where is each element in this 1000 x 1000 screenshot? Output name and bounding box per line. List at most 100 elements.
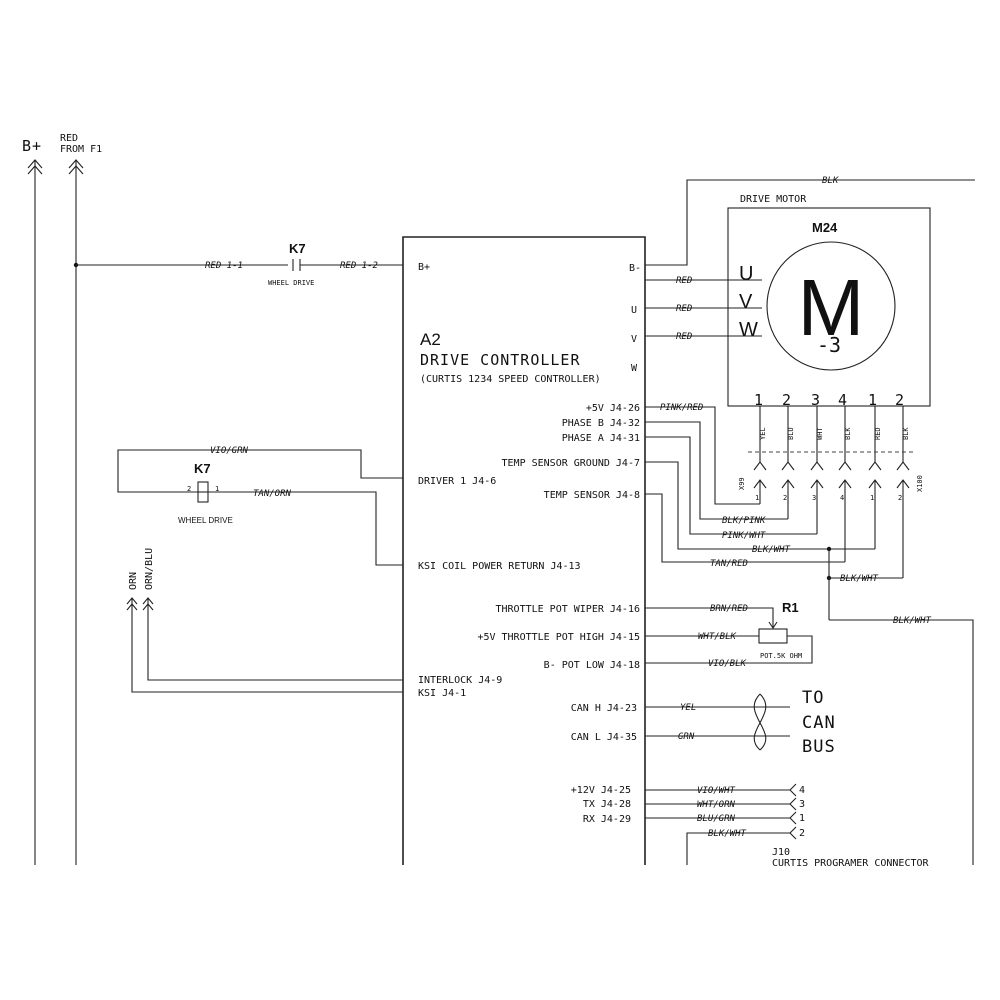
wire-yel: YEL	[680, 703, 696, 713]
motor-pin-1b: 1	[868, 391, 878, 409]
wire-vio-grn: VIO/GRN	[210, 446, 249, 456]
pin-v: V	[631, 334, 637, 345]
sensor-connectors: YEL BLU WHT BLK RED BLK X99 X100 1 2 3 4…	[738, 406, 924, 578]
programmer-connector-j10: VIO/WHT WHT/ORN BLU/GRN BLK/WHT 4 3 1 2 …	[645, 783, 930, 869]
pin-j4-15: +5V THROTTLE POT HIGH J4-15	[477, 632, 640, 643]
r1-ref: R1	[782, 600, 799, 615]
can-can: CAN	[802, 713, 836, 733]
j10-pin-3: 3	[799, 799, 805, 810]
pin-j4-32: PHASE B J4-32	[562, 418, 640, 429]
motor-wire-wht: WHT	[816, 427, 824, 440]
wire-red-u: RED	[676, 276, 692, 286]
motor-ref: M24	[812, 220, 838, 235]
bottom-pin-2: 2	[783, 494, 787, 502]
k7-left-ref: K7	[194, 461, 211, 476]
motor-wire-blk2: BLK	[902, 427, 910, 440]
pin-j4-23: CAN H J4-23	[571, 703, 637, 714]
orn-blu-label: ORN/BLU	[144, 548, 155, 590]
pin-j4-7: TEMP SENSOR GROUND J4-7	[502, 458, 640, 469]
controller-ref: A2	[420, 330, 441, 349]
bottom-pin-2b: 2	[898, 494, 902, 502]
orn-label: ORN	[128, 572, 139, 590]
wire-blk-wht-prog: BLK/WHT	[708, 829, 747, 839]
wire-wht-blk: WHT/BLK	[698, 632, 737, 642]
pin-b-plus: B+	[418, 262, 430, 273]
wire-red-w: RED	[676, 332, 692, 342]
motor-terminal-v: V	[739, 291, 753, 313]
pin-j4-28: TX J4-28	[583, 799, 631, 810]
bottom-pin-3: 3	[812, 494, 816, 502]
pin-u: U	[631, 305, 637, 316]
red-rail-source: FROM F1	[60, 144, 102, 155]
motor-wire-blu: BLU	[787, 427, 795, 440]
b-plus-label: B+	[22, 137, 42, 155]
pin-j4-26: +5V J4-26	[586, 403, 640, 414]
wire-vio-wht: VIO/WHT	[697, 786, 736, 796]
motor-phase: -3	[817, 333, 841, 357]
can-bus: YEL GRN TO CAN BUS	[645, 688, 836, 757]
pin-j4-25: +12V J4-25	[571, 785, 631, 796]
wire-blk-wht-a: BLK/WHT	[752, 545, 791, 555]
j10-ref: J10	[772, 847, 790, 858]
twisted-pair-symbol	[753, 693, 767, 751]
motor-pin-2b: 2	[895, 391, 905, 409]
bottom-pin-4: 4	[840, 494, 844, 502]
pin-j4-13: KSI COIL POWER RETURN J4-13	[418, 561, 581, 572]
pin-j4-6: DRIVER 1 J4-6	[418, 476, 496, 487]
wire-blk-wht-b: BLK/WHT	[840, 574, 879, 584]
wire-red-1-2: RED 1-2	[340, 261, 378, 271]
sensor-wiring: PINK/RED BLK/PINK PINK/WHT BLK/WHT TAN/R…	[645, 403, 974, 865]
x100-label: X100	[916, 475, 924, 492]
motor-symbol: M	[798, 263, 865, 352]
pin-j4-29: RX J4-29	[583, 814, 631, 825]
can-bus-label: BUS	[802, 737, 836, 757]
motor-circle	[766, 241, 896, 371]
k7-coil-left: VIO/GRN TAN/ORN K7 WHEEL DRIVE 2 1	[117, 446, 403, 566]
controller-subtitle: (CURTIS 1234 SPEED CONTROLLER)	[420, 374, 601, 385]
controller-title: DRIVE CONTROLLER	[420, 351, 581, 369]
bottom-pin-1: 1	[755, 494, 759, 502]
motor-pin-1: 1	[754, 391, 764, 409]
pot-resistor	[758, 628, 788, 644]
k7-top-ref: K7	[289, 241, 306, 256]
motor-terminal-u: U	[739, 263, 753, 285]
drive-motor-m24: BLK DRIVE MOTOR M24 M -3 U V W RED RED R…	[645, 176, 975, 409]
red-rail-label: RED	[60, 133, 78, 144]
can-to: TO	[802, 688, 824, 708]
pin-w: W	[631, 363, 638, 374]
motor-terminal-w: W	[739, 319, 758, 341]
pin-b-minus: B-	[629, 263, 641, 274]
drive-controller-a2: A2 DRIVE CONTROLLER (CURTIS 1234 SPEED C…	[402, 236, 646, 865]
wire-red-v: RED	[676, 304, 692, 314]
motor-box	[727, 207, 931, 407]
wire-pink-red: PINK/RED	[660, 403, 703, 413]
j10-pin-4: 4	[799, 785, 805, 796]
motor-pin-3: 3	[811, 391, 821, 409]
wire-tan-red: TAN/RED	[710, 559, 748, 569]
interlock-ksi-arrows: ORN ORN/BLU	[126, 548, 403, 693]
j10-pin-2: 2	[799, 828, 805, 839]
k7-left-pin-2: 2	[187, 485, 191, 493]
throttle-pot-r1: BRN/RED WHT/BLK VIO/BLK R1 POT.5K OHM	[645, 600, 813, 669]
r1-value: POT.5K OHM	[760, 652, 802, 660]
k7-top-name: WHEEL DRIVE	[268, 279, 314, 287]
wire-blk-wht-c: BLK/WHT	[893, 616, 932, 626]
bottom-pin-1b: 1	[870, 494, 874, 502]
pin-j4-8: TEMP SENSOR J4-8	[544, 490, 640, 501]
wire-grn: GRN	[678, 732, 695, 742]
wire-blk-top: BLK	[822, 176, 839, 186]
motor-wire-red: RED	[874, 427, 882, 440]
motor-label: DRIVE MOTOR	[740, 194, 807, 205]
wire-wht-orn: WHT/ORN	[697, 800, 736, 810]
k7-contact-top: RED 1-1 K7 WHEEL DRIVE RED 1-2	[76, 241, 403, 287]
wire-tan-orn: TAN/ORN	[253, 489, 292, 499]
motor-pin-4: 4	[838, 391, 848, 409]
page-bottom-mask	[0, 866, 1000, 1000]
motor-pin-2: 2	[782, 391, 792, 409]
j10-pin-1: 1	[799, 813, 805, 824]
k7-left-name: WHEEL DRIVE	[178, 516, 233, 525]
pin-j4-18: B- POT LOW J4-18	[544, 660, 640, 671]
wire-vio-blk: VIO/BLK	[708, 659, 747, 669]
wire-brn-red: BRN/RED	[710, 604, 748, 614]
